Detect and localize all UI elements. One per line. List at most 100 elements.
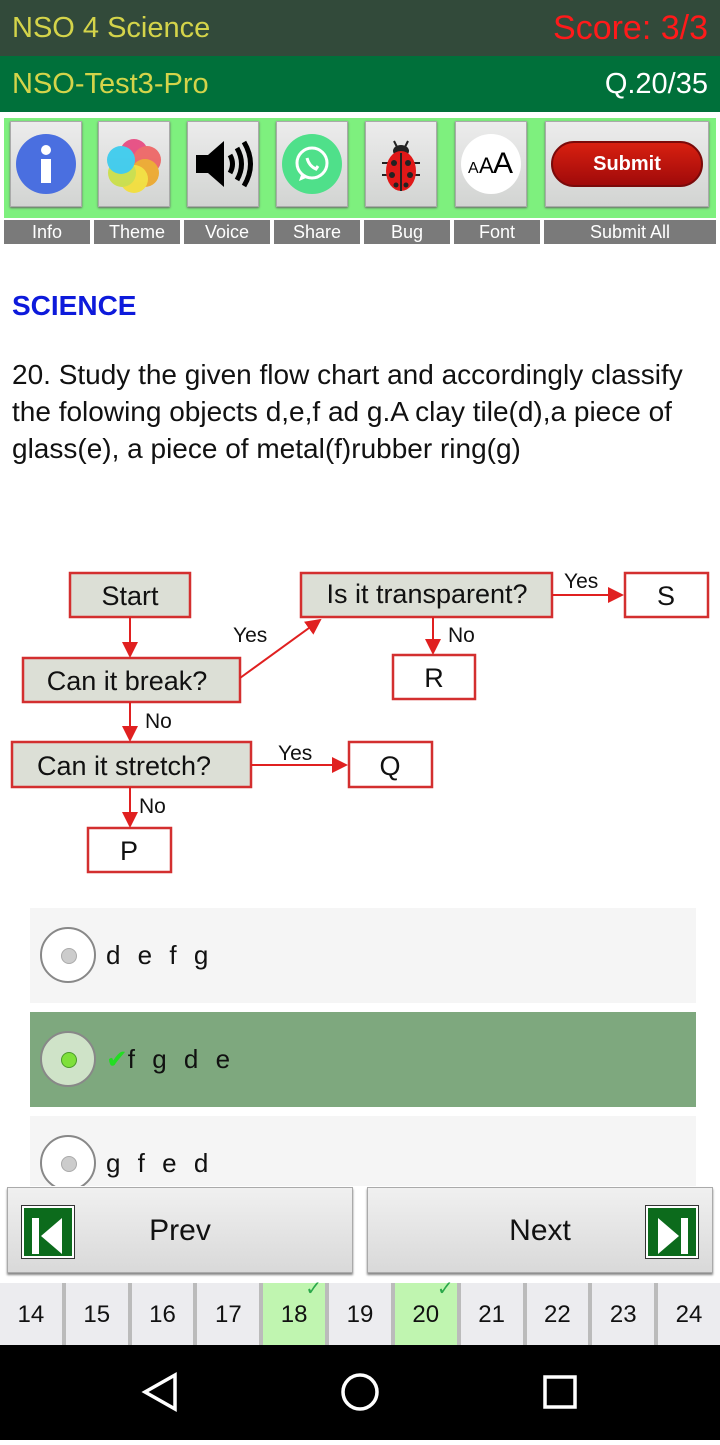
page-number: 22 [544, 1301, 571, 1328]
info-button[interactable] [10, 121, 82, 207]
test-name: NSO-Test3-Pro [12, 68, 209, 100]
p-box [86, 826, 173, 874]
whatsapp-icon [282, 134, 342, 194]
speaker-icon [196, 140, 253, 188]
option-text: ✔f g d e [106, 1044, 236, 1074]
page-20[interactable]: 20✓ [390, 1279, 457, 1345]
page-number: 17 [214, 1301, 242, 1328]
option-text: g f e d [106, 1148, 214, 1178]
svg-text:A: A [493, 147, 513, 180]
prev-label: Prev [149, 1214, 211, 1247]
no-label: No [145, 710, 172, 733]
font-label: Font [454, 220, 540, 244]
page-18[interactable]: 18✓ [259, 1279, 326, 1345]
yes-label: Yes [233, 624, 267, 647]
answered-check-icon: ✓ [436, 1278, 454, 1300]
prev-button[interactable]: Prev [7, 1187, 353, 1273]
next-icon [645, 1205, 699, 1259]
theme-icon [107, 139, 161, 193]
bug-button[interactable] [365, 121, 437, 207]
prev-icon [21, 1205, 75, 1259]
theme-button[interactable] [98, 121, 170, 207]
r-text: R [424, 663, 444, 693]
score: Score: 3/3 [553, 9, 708, 47]
submit-icon: Submit [551, 141, 703, 187]
stretch-text: Can it stretch? [37, 751, 211, 781]
theme-label: Theme [94, 220, 180, 244]
submit-button[interactable]: Submit [545, 121, 709, 207]
page-19[interactable]: 19 [325, 1283, 391, 1345]
page-16[interactable]: 16 [127, 1283, 194, 1345]
page-21[interactable]: 21 [456, 1283, 523, 1345]
page-22[interactable]: 22 [522, 1283, 589, 1345]
q-text: Q [379, 751, 400, 781]
back-icon[interactable] [141, 1371, 177, 1413]
option-1[interactable]: d e f g [30, 908, 696, 1003]
share-label: Share [274, 220, 360, 244]
svg-text:A: A [468, 160, 479, 177]
transparent-text: Is it transparent? [326, 579, 527, 609]
bug-label: Bug [364, 220, 450, 244]
page-number: 15 [83, 1301, 111, 1328]
radio-button[interactable] [40, 927, 96, 983]
break-text: Can it break? [47, 666, 208, 696]
start-text: Start [101, 581, 159, 611]
no-label: No [448, 624, 475, 647]
option-3[interactable]: g f e d [30, 1116, 696, 1186]
yes-label: Yes [278, 742, 312, 765]
page-number: 20 [412, 1301, 440, 1328]
check-icon: ✔ [106, 1044, 128, 1074]
submit-all-label: Submit All [544, 220, 716, 244]
p-text: P [120, 836, 138, 866]
flowchart: Start Can it break? Is it transparent? S… [10, 570, 710, 874]
option-text: d e f g [106, 940, 214, 970]
r-box [391, 653, 477, 701]
next-label: Next [509, 1214, 571, 1247]
s-box [623, 571, 710, 619]
svg-text:A: A [479, 153, 494, 178]
page-number: 24 [675, 1301, 703, 1328]
page-number: 19 [346, 1301, 374, 1328]
test-header: NSO-Test3-Pro Q.20/35 [0, 56, 720, 112]
q-box [347, 740, 434, 789]
recents-icon[interactable] [543, 1375, 577, 1409]
app-title: NSO 4 Science [12, 12, 211, 44]
info-label: Info [4, 220, 90, 244]
question-text: 20. Study the given flow chart and accor… [12, 359, 683, 464]
section-title: SCIENCE [12, 290, 137, 321]
no-label: No [139, 795, 166, 818]
radio-button-selected[interactable] [40, 1031, 96, 1087]
page-14[interactable]: 14 [0, 1283, 62, 1345]
voice-button[interactable] [187, 121, 259, 207]
page-number: 21 [478, 1301, 505, 1328]
page-23[interactable]: 23 [588, 1283, 655, 1345]
question-counter: Q.20/35 [604, 68, 708, 100]
s-text: S [657, 581, 675, 611]
page-number: 14 [17, 1301, 45, 1328]
yes-label: Yes [564, 570, 598, 593]
page-number: 16 [149, 1301, 176, 1328]
voice-label: Voice [184, 220, 270, 244]
stretch-box [10, 740, 253, 789]
page-15[interactable]: 15 [61, 1283, 128, 1345]
break-box [21, 656, 242, 704]
info-icon [16, 134, 76, 194]
page-number: 18 [280, 1301, 308, 1328]
option-2[interactable]: ✔f g d e [30, 1012, 696, 1107]
radio-button[interactable] [40, 1135, 96, 1186]
answered-check-icon: ✓ [305, 1278, 323, 1300]
page-number: 23 [609, 1301, 637, 1328]
page-24[interactable]: 24 [654, 1283, 720, 1345]
next-button[interactable]: Next [367, 1187, 713, 1273]
page-17[interactable]: 17 [193, 1283, 260, 1345]
transparent-box [299, 571, 554, 619]
share-button[interactable] [276, 121, 348, 207]
home-icon[interactable] [341, 1373, 379, 1411]
system-nav-bar [0, 1345, 720, 1440]
ladybug-icon [382, 140, 420, 191]
app-header: NSO 4 Science Score: 3/3 [0, 0, 720, 56]
